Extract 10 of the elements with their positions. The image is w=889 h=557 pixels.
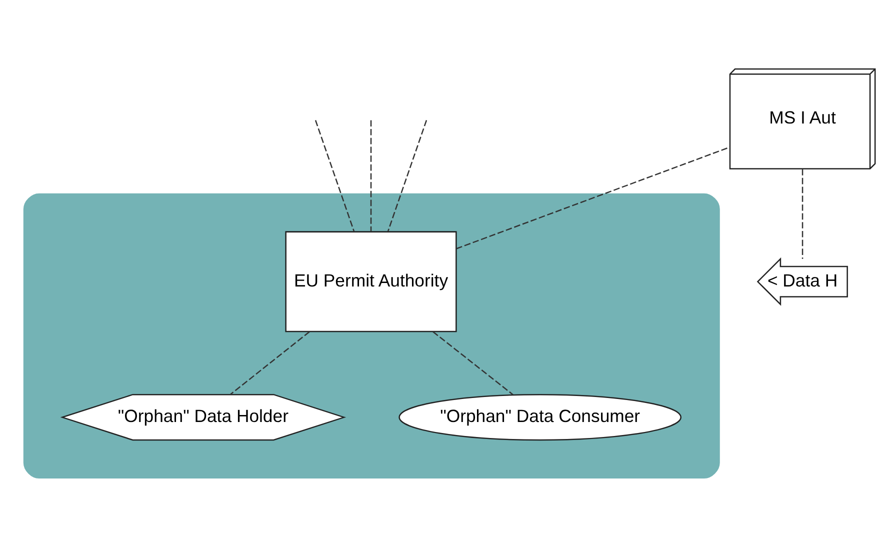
- node-box: EU Permit Authority: [285, 231, 457, 332]
- connector: [230, 331, 310, 395]
- connector: [314, 120, 355, 232]
- connector: [432, 331, 514, 396]
- connector: [370, 120, 372, 232]
- node-ellipse: "Orphan" Data Consumer: [398, 394, 682, 441]
- cluster: [23, 193, 720, 478]
- connector: [387, 120, 428, 232]
- connector: [802, 169, 804, 259]
- connector: [456, 146, 730, 250]
